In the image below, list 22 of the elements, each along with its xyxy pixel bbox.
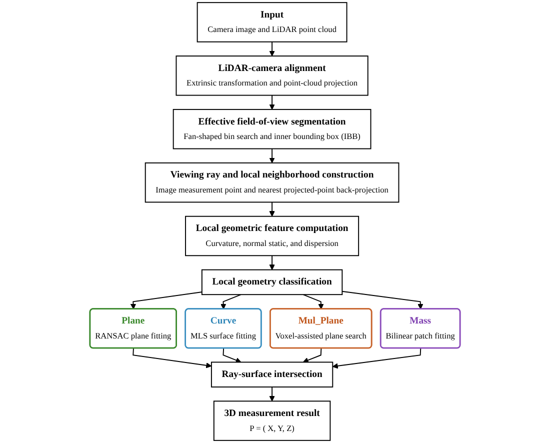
node-box: 3D measurement result P = ( X, Y, Z) bbox=[213, 400, 331, 441]
arrow bbox=[269, 386, 275, 402]
arrow bbox=[220, 294, 242, 310]
arrow bbox=[132, 348, 212, 368]
node-box: Local geometric feature computation Curvature, normal static, and dispersion bbox=[185, 216, 360, 256]
arrow bbox=[222, 348, 242, 363]
arrow bbox=[269, 94, 275, 110]
arrow bbox=[302, 294, 324, 310]
arrow bbox=[302, 348, 322, 363]
arrow bbox=[332, 348, 422, 369]
arrow bbox=[269, 148, 275, 164]
arrow bbox=[269, 41, 275, 56]
node-box: LiDAR-camera alignment Extrinsic transformation and point-cloud projection bbox=[176, 56, 368, 96]
node-box: Viewing ray and local neighborhood construction Image measurement point and nearest projected-point back-projection bbox=[144, 162, 400, 203]
node-box: Effective field-of-view segmentation Fan-shaped bin search and inner bounding box (IBB) bbox=[172, 108, 372, 150]
node-box: Ray-surface intersection bbox=[210, 362, 334, 388]
arrow bbox=[130, 292, 202, 310]
node-box: Input Camera image and LiDAR point cloud bbox=[196, 2, 348, 42]
arrow bbox=[269, 202, 275, 217]
arrow bbox=[342, 290, 424, 310]
node-box: Local geometry classification bbox=[201, 269, 343, 296]
arrow bbox=[269, 255, 275, 270]
